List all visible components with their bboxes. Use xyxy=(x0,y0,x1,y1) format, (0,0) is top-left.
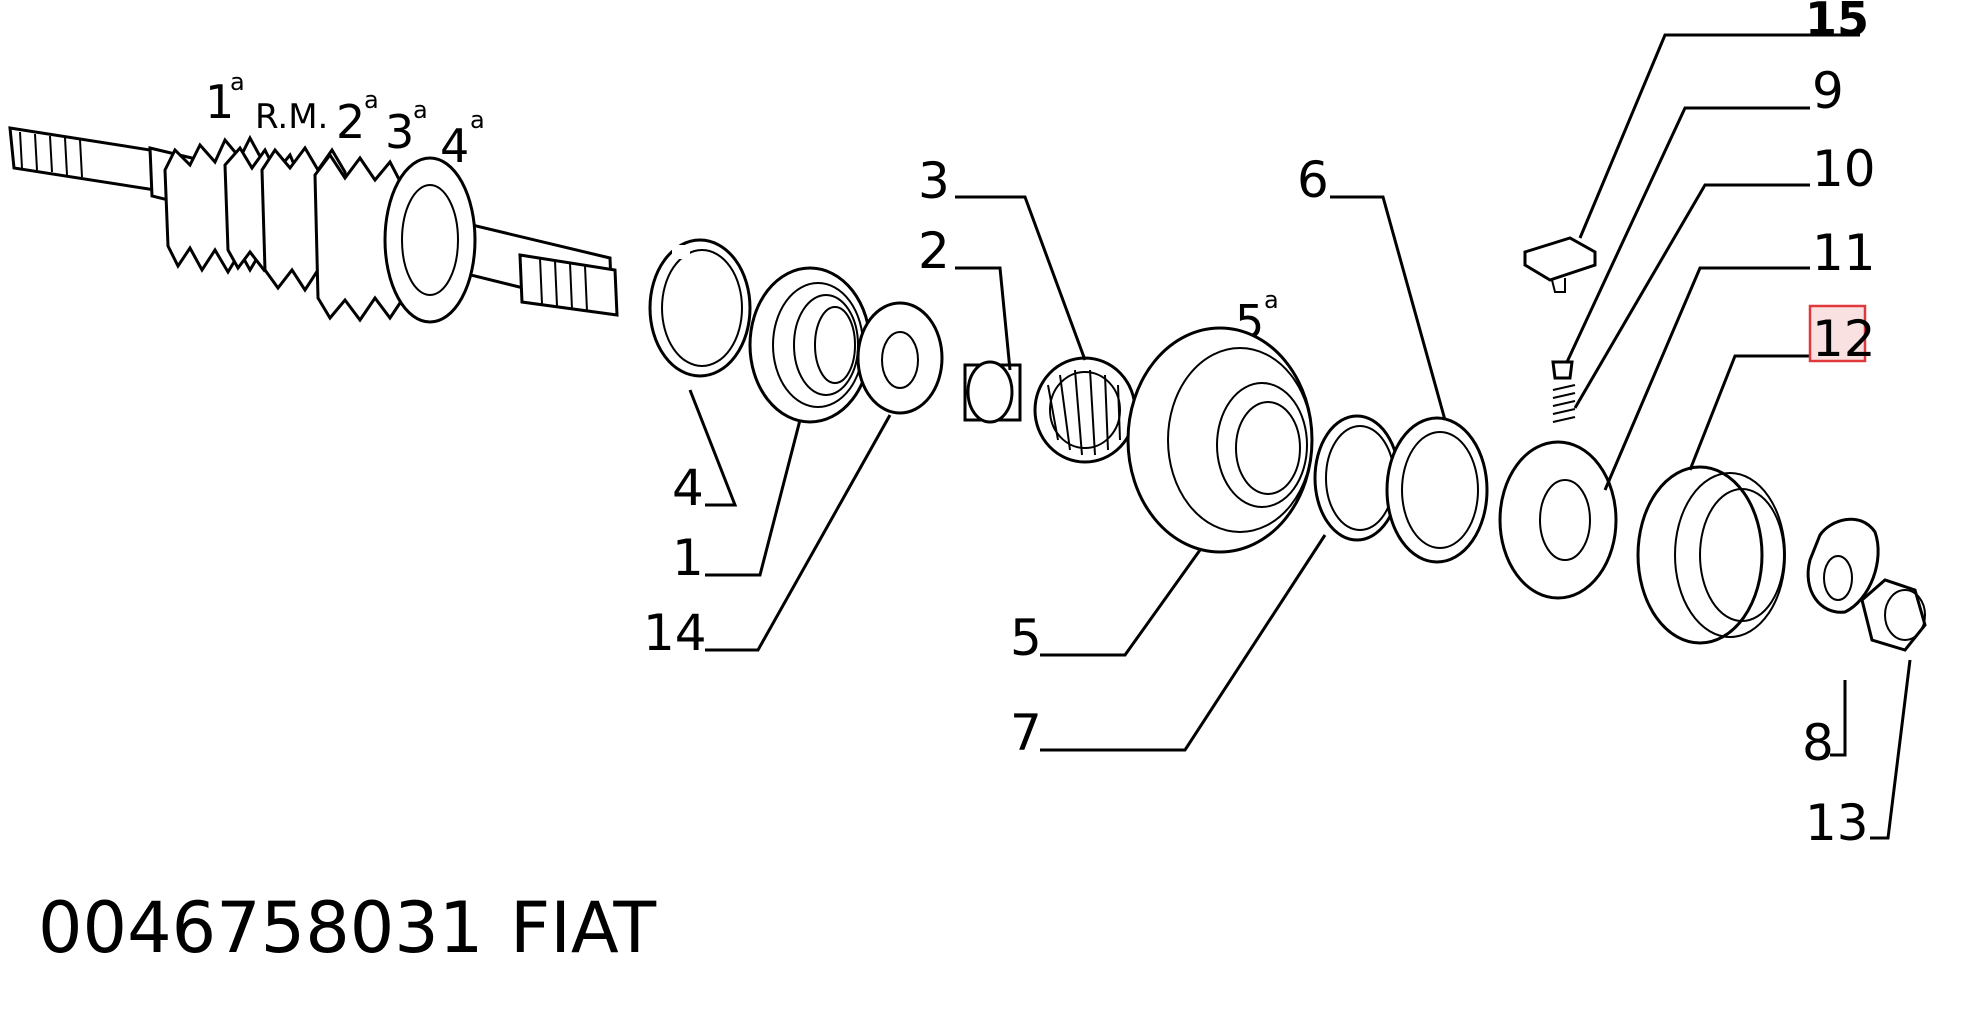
part-5-fifth-gear xyxy=(1126,326,1314,554)
callout-1[interactable]: 1 xyxy=(672,529,704,587)
callout-8[interactable]: 8 xyxy=(1802,714,1834,772)
gear-label-4-sup: a xyxy=(470,106,485,134)
gear-label-5-sup: a xyxy=(1264,286,1279,314)
callout-4[interactable]: 4 xyxy=(672,459,704,517)
leader-lines xyxy=(688,33,1912,840)
callout-5[interactable]: 5 xyxy=(1010,609,1042,667)
part-1-bearing xyxy=(748,266,872,424)
part-3-needle-cage xyxy=(1033,356,1137,464)
callout-10[interactable]: 10 xyxy=(1812,140,1876,198)
callout-7[interactable]: 7 xyxy=(1010,704,1042,762)
gear-label-4: 4 xyxy=(440,119,469,173)
callout-11[interactable]: 11 xyxy=(1812,224,1876,282)
part-2-bushing xyxy=(963,360,1022,424)
part-11-synchro-hub xyxy=(1498,440,1618,600)
gear-label-2-sup: a xyxy=(364,86,379,114)
callout-14[interactable]: 14 xyxy=(643,604,707,662)
callout-13[interactable]: 13 xyxy=(1805,794,1869,852)
part-10-spring xyxy=(1552,384,1576,423)
callout-12[interactable]: 12 xyxy=(1812,310,1876,368)
callout-6[interactable]: 6 xyxy=(1297,151,1329,209)
part-8-lock-plate xyxy=(1806,517,1880,614)
callout-12-highlight xyxy=(1808,304,1867,363)
gear-label-3: 3 xyxy=(385,105,414,159)
part-6-synchro-ring xyxy=(1385,416,1489,564)
part-4-split-ring xyxy=(648,238,752,378)
callout-2[interactable]: 2 xyxy=(918,222,950,280)
gear-label-2: 2 xyxy=(336,95,365,149)
part-13-nut xyxy=(1860,578,1927,652)
part-12-sliding-sleeve xyxy=(1636,465,1786,645)
part-14-thrust-ring xyxy=(856,301,944,415)
gear-designations: 1 a R.M. 2 a 3 a 4 a 5 a xyxy=(205,68,1279,349)
gear-label-1: 1 xyxy=(205,75,234,129)
callout-15[interactable]: 15 xyxy=(1805,0,1869,46)
brand-name: FIAT xyxy=(510,887,656,969)
gear-label-1-sup: a xyxy=(230,68,245,96)
footer: 0046758031 FIAT xyxy=(38,887,656,969)
gear-label-reverse: R.M. xyxy=(255,97,328,137)
gear-label-3-sup: a xyxy=(413,96,428,124)
part-9-plunger xyxy=(1551,360,1574,380)
part-15-insert-key xyxy=(1523,236,1597,293)
part-number: 0046758031 xyxy=(38,887,483,969)
main-shaft-drawing xyxy=(8,126,619,324)
callout-3[interactable]: 3 xyxy=(918,152,950,210)
callout-9[interactable]: 9 xyxy=(1812,62,1844,120)
callout-numbers: 15 9 10 11 12 6 3 2 4 1 14 5 7 8 13 xyxy=(643,0,1876,852)
